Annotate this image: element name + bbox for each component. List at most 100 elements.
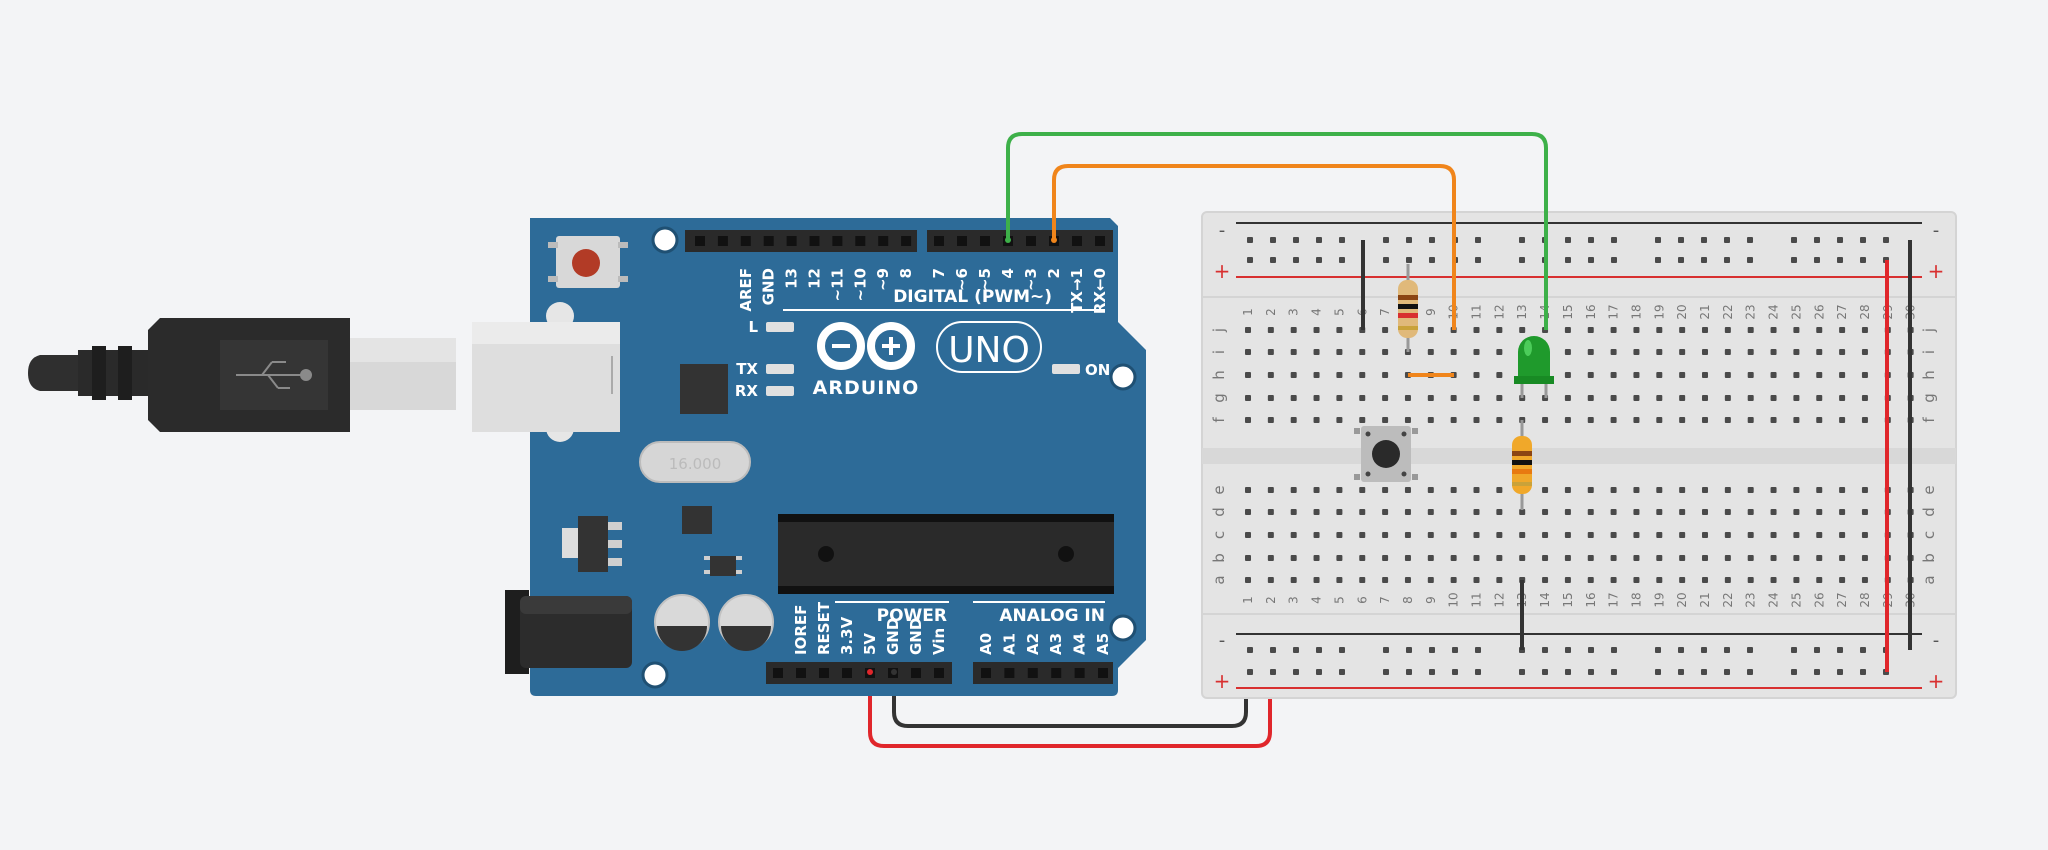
breadboard-hole[interactable]	[1336, 417, 1343, 423]
rail-hole[interactable]	[1383, 257, 1389, 263]
rail-hole[interactable]	[1339, 237, 1345, 243]
rail-hole[interactable]	[1293, 647, 1299, 653]
breadboard-hole[interactable]	[1816, 509, 1823, 515]
breadboard-hole[interactable]	[1473, 372, 1480, 378]
breadboard-hole[interactable]	[1816, 532, 1823, 538]
breadboard-hole[interactable]	[1359, 417, 1366, 423]
breadboard-hole[interactable]	[1679, 577, 1686, 583]
rail-hole[interactable]	[1383, 669, 1389, 675]
breadboard-hole[interactable]	[1496, 395, 1503, 401]
digital-header-hole[interactable]	[763, 236, 774, 246]
breadboard-hole[interactable]	[1587, 487, 1594, 493]
breadboard-hole[interactable]	[1427, 327, 1434, 333]
rail-hole[interactable]	[1655, 669, 1661, 675]
rail-hole[interactable]	[1406, 257, 1412, 263]
breadboard-hole[interactable]	[1747, 509, 1754, 515]
rail-hole[interactable]	[1655, 647, 1661, 653]
breadboard-hole[interactable]	[1382, 555, 1389, 561]
breadboard-hole[interactable]	[1839, 532, 1846, 538]
breadboard-hole[interactable]	[1359, 577, 1366, 583]
breadboard-hole[interactable]	[1564, 487, 1571, 493]
rail-hole[interactable]	[1542, 647, 1548, 653]
breadboard-hole[interactable]	[1587, 509, 1594, 515]
rail-hole[interactable]	[1316, 257, 1322, 263]
breadboard-hole[interactable]	[1542, 487, 1549, 493]
breadboard-hole[interactable]	[1679, 487, 1686, 493]
rail-hole[interactable]	[1452, 669, 1458, 675]
breadboard-hole[interactable]	[1724, 509, 1731, 515]
breadboard-hole[interactable]	[1313, 577, 1320, 583]
rail-hole[interactable]	[1701, 237, 1707, 243]
breadboard-hole[interactable]	[1679, 349, 1686, 355]
breadboard-hole[interactable]	[1656, 555, 1663, 561]
breadboard-hole[interactable]	[1382, 349, 1389, 355]
breadboard-hole[interactable]	[1770, 327, 1777, 333]
breadboard-hole[interactable]	[1245, 327, 1251, 333]
breadboard-hole[interactable]	[1267, 417, 1274, 423]
breadboard-hole[interactable]	[1313, 487, 1320, 493]
breadboard-hole[interactable]	[1336, 327, 1343, 333]
breadboard-hole[interactable]	[1290, 327, 1297, 333]
digital-header-hole[interactable]	[809, 236, 820, 246]
breadboard-hole[interactable]	[1587, 327, 1594, 333]
breadboard-hole[interactable]	[1656, 349, 1663, 355]
breadboard-hole[interactable]	[1496, 487, 1503, 493]
digital-header-hole[interactable]	[717, 236, 728, 246]
breadboard-hole[interactable]	[1313, 509, 1320, 515]
digital-header-hole[interactable]	[934, 236, 944, 246]
breadboard-hole[interactable]	[1267, 487, 1274, 493]
breadboard-hole[interactable]	[1587, 395, 1594, 401]
breadboard-hole[interactable]	[1427, 487, 1434, 493]
breadboard-hole[interactable]	[1724, 327, 1731, 333]
breadboard-hole[interactable]	[1245, 395, 1251, 401]
breadboard-hole[interactable]	[1382, 417, 1389, 423]
breadboard-hole[interactable]	[1679, 509, 1686, 515]
rail-hole[interactable]	[1519, 257, 1525, 263]
power-header-hole[interactable]	[773, 668, 783, 678]
digital-header-hole[interactable]	[980, 236, 990, 246]
rail-hole[interactable]	[1701, 669, 1707, 675]
rail-hole[interactable]	[1588, 237, 1594, 243]
breadboard-hole[interactable]	[1747, 417, 1754, 423]
rail-hole[interactable]	[1406, 237, 1412, 243]
breadboard-hole[interactable]	[1473, 327, 1480, 333]
breadboard-hole[interactable]	[1861, 577, 1868, 583]
breadboard-hole[interactable]	[1313, 327, 1320, 333]
breadboard-hole[interactable]	[1290, 577, 1297, 583]
breadboard-hole[interactable]	[1496, 372, 1503, 378]
breadboard-hole[interactable]	[1359, 395, 1366, 401]
breadboard-hole[interactable]	[1610, 555, 1617, 561]
breadboard-hole[interactable]	[1496, 577, 1503, 583]
rail-hole[interactable]	[1519, 669, 1525, 675]
breadboard-hole[interactable]	[1290, 532, 1297, 538]
breadboard-hole[interactable]	[1427, 532, 1434, 538]
breadboard-hole[interactable]	[1245, 417, 1251, 423]
breadboard-hole[interactable]	[1496, 349, 1503, 355]
rail-hole[interactable]	[1791, 237, 1797, 243]
rail-hole[interactable]	[1588, 647, 1594, 653]
breadboard-hole[interactable]	[1724, 349, 1731, 355]
rail-hole[interactable]	[1701, 257, 1707, 263]
breadboard-hole[interactable]	[1724, 372, 1731, 378]
breadboard-hole[interactable]	[1679, 327, 1686, 333]
breadboard-hole[interactable]	[1861, 349, 1868, 355]
breadboard-hole[interactable]	[1724, 417, 1731, 423]
breadboard-hole[interactable]	[1382, 577, 1389, 583]
breadboard-hole[interactable]	[1313, 372, 1320, 378]
rail-hole[interactable]	[1270, 237, 1276, 243]
breadboard-hole[interactable]	[1656, 532, 1663, 538]
breadboard-hole[interactable]	[1450, 349, 1457, 355]
breadboard-hole[interactable]	[1473, 487, 1480, 493]
rail-hole[interactable]	[1701, 647, 1707, 653]
breadboard-hole[interactable]	[1473, 395, 1480, 401]
analog-header-hole[interactable]	[1074, 668, 1085, 678]
breadboard-hole[interactable]	[1382, 395, 1389, 401]
breadboard-hole[interactable]	[1313, 555, 1320, 561]
breadboard-hole[interactable]	[1861, 395, 1868, 401]
breadboard-hole[interactable]	[1610, 509, 1617, 515]
breadboard-hole[interactable]	[1793, 555, 1800, 561]
rail-hole[interactable]	[1724, 669, 1730, 675]
breadboard-hole[interactable]	[1656, 372, 1663, 378]
rail-hole[interactable]	[1542, 669, 1548, 675]
breadboard-hole[interactable]	[1542, 532, 1549, 538]
